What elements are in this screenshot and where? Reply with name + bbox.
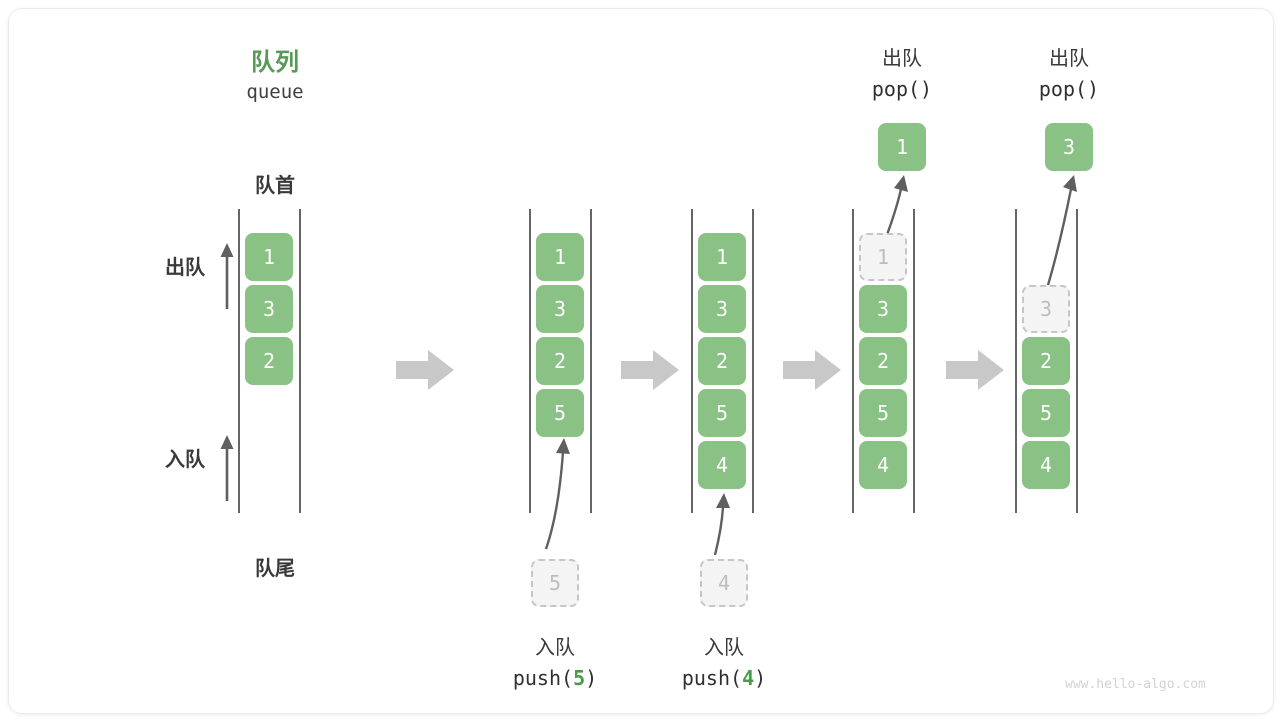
queue-cell: 1 [698, 233, 746, 281]
enqueue-up-arrow-icon [220, 435, 234, 501]
queue-cell: 5 [698, 389, 746, 437]
pop-arrow-icon [1043, 175, 1077, 296]
push-code-prefix: push( [681, 666, 743, 690]
separator-4-right-arrow-icon [946, 350, 1004, 390]
push-code-prefix: push( [512, 666, 574, 690]
pop-code-label: pop() [1038, 77, 1100, 101]
queue-cell: 3 [859, 285, 907, 333]
rail-left [238, 209, 240, 513]
queue-cell: 3 [245, 285, 293, 333]
rail-left [529, 209, 531, 513]
rail-left [691, 209, 693, 513]
queue-cell: 2 [698, 337, 746, 385]
separator-2-right-arrow-icon [621, 350, 679, 390]
push-code-arg: 4 [742, 666, 755, 690]
page-title-en: queue [246, 81, 304, 103]
rail-right [913, 209, 915, 513]
push-code-suffix: ) [754, 666, 767, 690]
queue-cell: 1 [536, 233, 584, 281]
diagram-card: 队列 queue 队首 队尾 出队 入队 1 3 2 1 3 2 5 [8, 8, 1274, 714]
rail-left [1015, 209, 1017, 513]
pop-code-label: pop() [871, 77, 933, 101]
push-code-arg: 5 [573, 666, 586, 690]
push-code-suffix: ) [585, 666, 598, 690]
watermark: www.hello-algo.com [1065, 677, 1206, 692]
popped-element: 1 [878, 123, 926, 171]
queue-front-label: 队首 [255, 175, 295, 197]
queue-cell: 4 [859, 441, 907, 489]
rail-left [852, 209, 854, 513]
pending-element-ghost: 5 [531, 559, 579, 607]
queue-rear-label: 队尾 [255, 558, 295, 580]
rail-right [1076, 209, 1078, 513]
push-arrow-icon [713, 493, 730, 556]
queue-cell: 3 [536, 285, 584, 333]
pending-element-ghost: 4 [700, 559, 748, 607]
queue-cell: 4 [698, 441, 746, 489]
queue-cell-ghost: 3 [1022, 285, 1070, 333]
queue-cell: 1 [245, 233, 293, 281]
queue-cell: 2 [245, 337, 293, 385]
popped-element: 3 [1045, 123, 1093, 171]
rail-right [590, 209, 592, 513]
dequeue-axis-label: 出队 [165, 257, 205, 279]
push-code-label: push(5) [475, 666, 635, 690]
separator-1-right-arrow-icon [396, 350, 454, 390]
pop-label-cn: 出队 [882, 48, 922, 70]
push-arrow-icon [544, 438, 570, 550]
push-label-cn: 入队 [704, 637, 744, 659]
queue-cell: 4 [1022, 441, 1070, 489]
queue-cell: 5 [536, 389, 584, 437]
queue-cell: 2 [1022, 337, 1070, 385]
rail-right [752, 209, 754, 513]
enqueue-axis-label: 入队 [165, 449, 205, 471]
queue-cell: 2 [536, 337, 584, 385]
queue-cell-ghost: 1 [859, 233, 907, 281]
page-title-cn: 队列 [251, 49, 299, 76]
queue-cell: 3 [698, 285, 746, 333]
dequeue-up-arrow-icon [220, 243, 234, 309]
queue-cell: 5 [859, 389, 907, 437]
rail-right [299, 209, 301, 513]
push-label-cn: 入队 [535, 637, 575, 659]
separator-3-right-arrow-icon [783, 350, 841, 390]
queue-cell: 5 [1022, 389, 1070, 437]
push-code-label: push(4) [644, 666, 804, 690]
pop-label-cn: 出队 [1049, 48, 1089, 70]
queue-cell: 2 [859, 337, 907, 385]
